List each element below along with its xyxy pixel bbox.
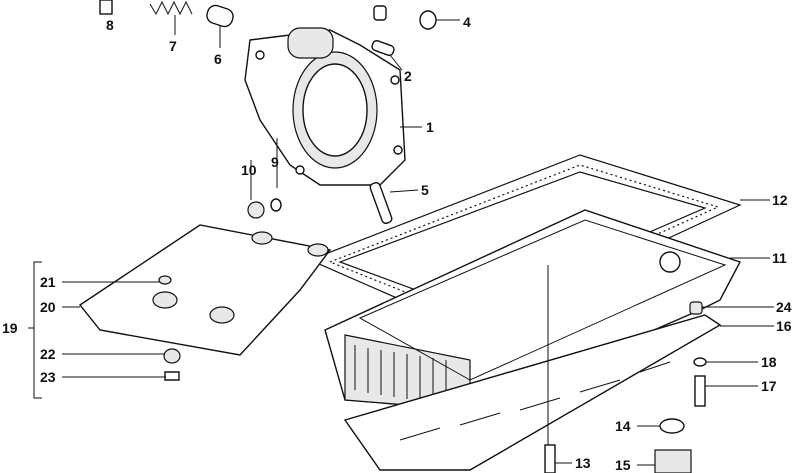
part-20-shield [78, 224, 332, 356]
callout-6: 6 [214, 51, 222, 67]
callout-9: 9 [271, 154, 279, 170]
callout-2: 2 [404, 68, 412, 84]
callout-1: 1 [426, 119, 434, 135]
callout-11: 11 [772, 250, 787, 266]
part-18-washer [693, 357, 707, 367]
part-10-nut [247, 201, 265, 219]
callout-labels: 8 7 6 4 2 1 9 10 5 12 11 21 20 19 22 23 … [2, 14, 792, 473]
part-14-seal-ring [659, 418, 685, 434]
part-4-washer [419, 10, 437, 30]
part-13-stud [544, 444, 556, 473]
part-7-spring [149, 0, 193, 16]
callout-7: 7 [169, 38, 177, 54]
part-dowel-top [373, 5, 387, 21]
leader-lines [28, 10, 774, 466]
part-11-oil-pan [324, 209, 742, 411]
part-1-oil-pump-housing [244, 27, 406, 186]
callout-19: 19 [2, 320, 18, 336]
part-6-piston [206, 4, 234, 28]
part-9-washer [270, 198, 282, 212]
part-23-bolt [164, 371, 180, 381]
callout-23: 23 [40, 369, 56, 385]
callout-4: 4 [463, 14, 471, 30]
part-2-pin [371, 39, 395, 57]
callout-14: 14 [615, 418, 631, 434]
callout-20: 20 [40, 299, 56, 315]
part-24-sleeve [689, 301, 703, 315]
callout-21: 21 [40, 274, 56, 290]
callout-10: 10 [241, 162, 257, 178]
callout-8: 8 [106, 17, 114, 33]
callout-16: 16 [776, 318, 792, 334]
part-5-pin [369, 181, 393, 225]
part-22-grommet [163, 348, 181, 364]
callout-18: 18 [761, 354, 777, 370]
part-8-plug [99, 0, 113, 15]
callout-24: 24 [776, 299, 792, 315]
callout-13: 13 [575, 455, 591, 471]
part-16-baffle-plate [343, 314, 722, 471]
callout-17: 17 [761, 378, 777, 394]
callout-12: 12 [772, 192, 788, 208]
part-15-drain-plug [654, 449, 692, 473]
callout-22: 22 [40, 346, 56, 362]
relief-valve-parts [99, 0, 234, 28]
callout-15: 15 [615, 457, 631, 473]
callout-5: 5 [421, 182, 429, 198]
part-17-bolt [694, 375, 706, 407]
